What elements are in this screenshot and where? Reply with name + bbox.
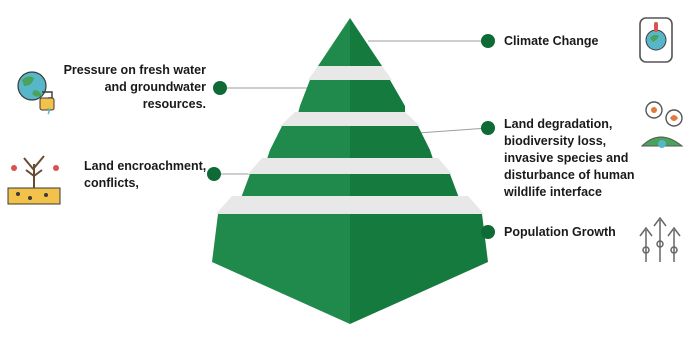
- pyramid: [212, 18, 488, 324]
- dot-land-encroachment: [207, 167, 221, 181]
- label-population-growth: Population Growth: [504, 225, 616, 239]
- tier-5-right: [350, 214, 488, 324]
- band-1: [308, 66, 392, 80]
- thermometer-globe-icon: [639, 17, 673, 63]
- connector-land-degradation: [417, 127, 489, 134]
- globe-water-tap-icon: [17, 71, 55, 115]
- label-land-degradation: Land degradation, biodiversity loss, inv…: [504, 117, 635, 199]
- dry-tree-icon: [7, 155, 61, 205]
- biodiversity-globe-icon: [640, 101, 684, 148]
- label-land-encroachment: Land encroachment, conflicts,: [84, 159, 207, 190]
- tier-5-left: [212, 214, 350, 324]
- band-2: [280, 112, 420, 126]
- tier-1-left: [318, 18, 350, 66]
- label-fresh-water: Pressure on fresh water and groundwater …: [63, 63, 206, 111]
- dot-population-growth: [481, 225, 495, 239]
- dot-fresh-water: [213, 81, 227, 95]
- band-4: [216, 196, 484, 214]
- band-3: [248, 158, 452, 174]
- dot-climate-change: [481, 34, 495, 48]
- people-growth-arrows-icon: [639, 216, 681, 262]
- tier-1-right: [350, 18, 382, 66]
- label-climate-change: Climate Change: [504, 34, 599, 48]
- dot-land-degradation: [481, 121, 495, 135]
